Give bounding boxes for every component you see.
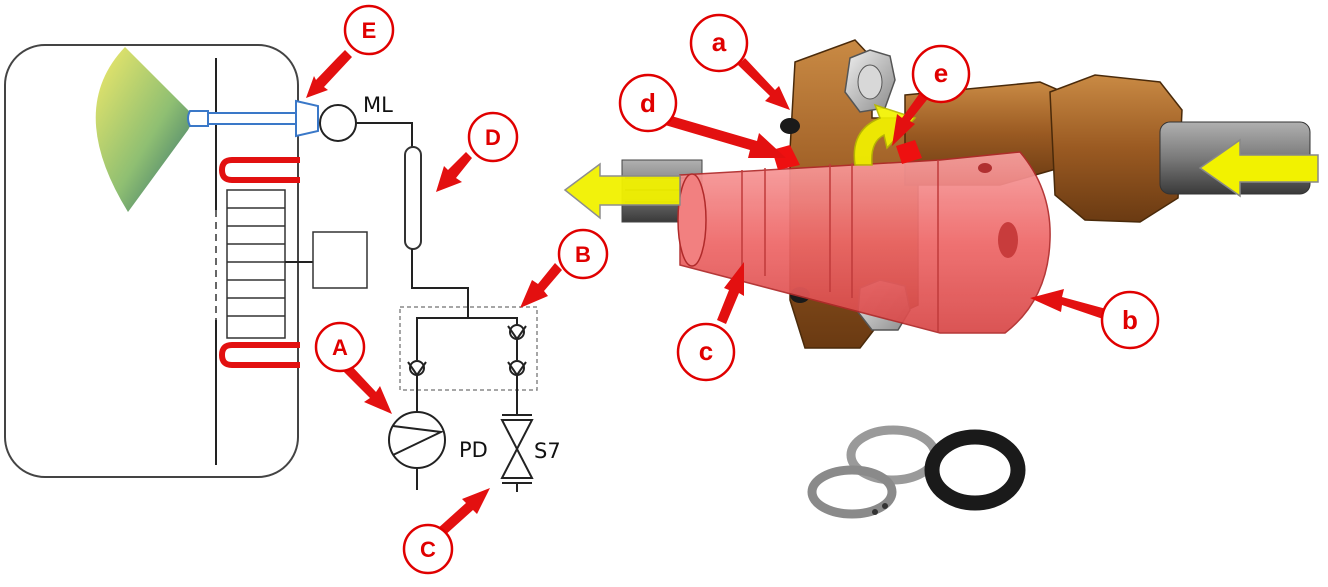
black-gasket (924, 429, 1026, 511)
svg-text:b: b (1122, 305, 1138, 335)
component-d (404, 146, 422, 250)
callout-E: E (343, 4, 395, 56)
arrow-D (436, 152, 472, 192)
svg-text:A: A (332, 335, 348, 360)
heater-coil-bottom (218, 342, 300, 368)
clip-hole-2 (882, 503, 888, 509)
check-valve-right-lower (507, 360, 527, 377)
svg-text:E: E (362, 18, 377, 43)
arrow-e (892, 90, 930, 146)
pump-pd (388, 411, 446, 469)
stage-grid (226, 189, 286, 339)
arrow-c (717, 262, 744, 324)
arrow-b (1030, 289, 1110, 320)
feedthrough-assembly (563, 39, 1319, 349)
svg-text:D: D (485, 125, 501, 150)
callout-A: A (314, 321, 366, 373)
svg-text:e: e (934, 58, 948, 88)
callout-B: B (557, 228, 609, 280)
check-valve-left (407, 360, 427, 377)
line-ml (356, 122, 413, 147)
arrow-E (306, 50, 352, 98)
pump-symbol (392, 425, 445, 456)
callout-a: a (689, 13, 749, 73)
schematic: ML (4, 44, 561, 492)
yellow-arrow-right (1198, 138, 1319, 198)
svg-text:C: C (420, 537, 436, 562)
seal-red-patch (772, 140, 922, 170)
svg-text:a: a (712, 27, 727, 57)
callout-d: d (618, 73, 678, 133)
ml-label: ML (363, 93, 393, 117)
heater-coil-top (218, 157, 300, 183)
small-parts (807, 425, 1026, 519)
s7-label: S7 (534, 439, 561, 463)
callout-b: b (1100, 290, 1160, 350)
svg-text:c: c (699, 336, 713, 366)
svg-text:B: B (575, 242, 591, 267)
callout-e: e (911, 44, 971, 104)
arrow-B (520, 263, 562, 308)
red-part-b (677, 151, 1051, 334)
manifold-lines (416, 317, 518, 360)
arrow-C (436, 488, 490, 537)
motor-box (312, 231, 368, 289)
callout-c: c (676, 322, 736, 382)
arrow-A (341, 362, 392, 414)
bronze-nut (1049, 74, 1183, 223)
manifold-box (399, 306, 538, 391)
clip-hole-1 (872, 509, 878, 515)
retaining-clip (807, 465, 897, 519)
arrow-d (665, 115, 786, 158)
valve-s7 (500, 414, 534, 484)
ml-valve (319, 104, 357, 142)
beam-fan (95, 47, 195, 212)
yellow-arrow-left (563, 162, 681, 220)
callout-C: C (402, 523, 454, 575)
callout-D: D (467, 111, 519, 163)
mirror-holder (187, 99, 319, 138)
svg-text:d: d (640, 88, 656, 118)
check-valve-right-upper (507, 324, 527, 341)
pd-label: PD (459, 438, 488, 462)
callout-arrows (306, 50, 1110, 537)
line-d-down (411, 249, 469, 318)
arrow-a (738, 58, 790, 110)
hex-nut-top (844, 49, 896, 113)
